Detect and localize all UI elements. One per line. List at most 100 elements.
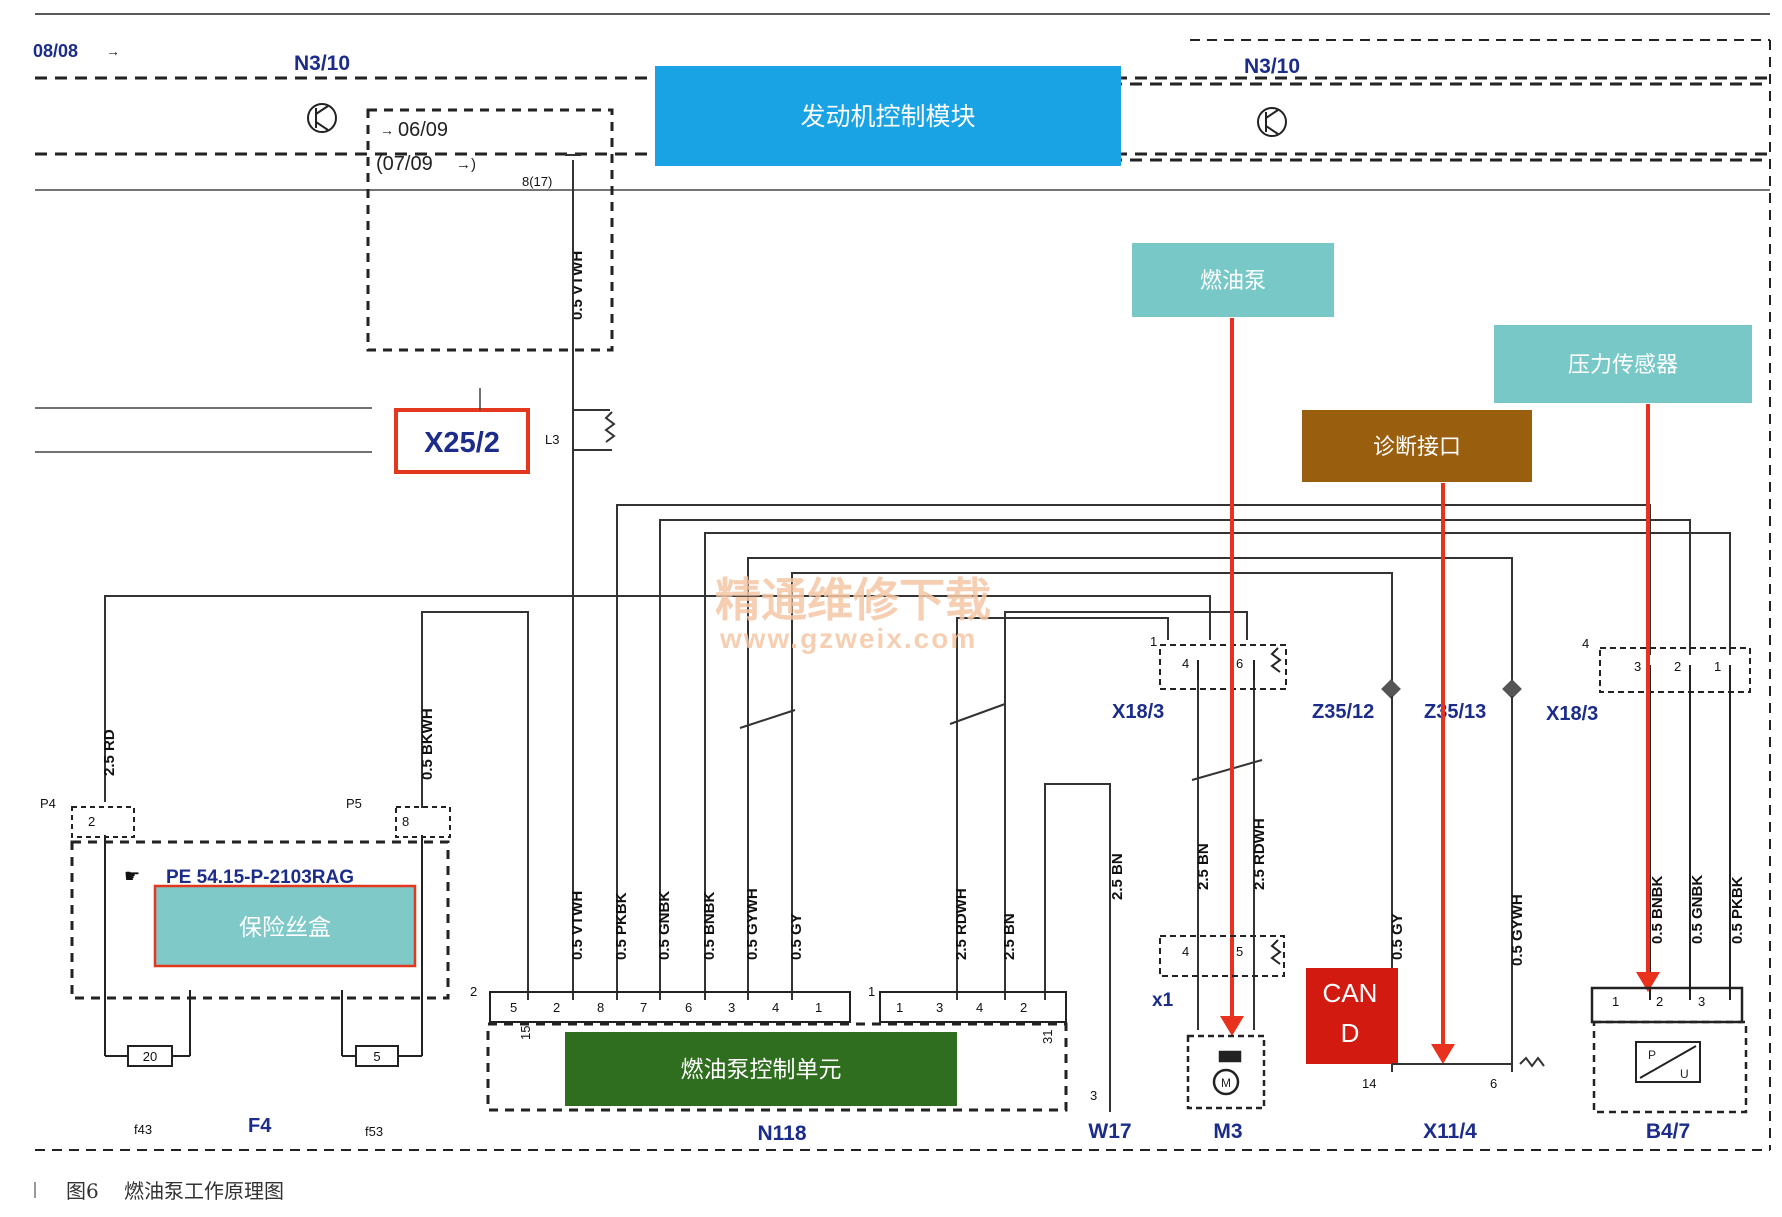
document-icon: ☛ — [124, 866, 140, 886]
f53-label: f53 — [365, 1124, 383, 1139]
p4-label: P4 — [40, 796, 56, 811]
x11-pin-6: 6 — [1490, 1076, 1497, 1091]
n118-left-pin: 2 — [553, 1000, 560, 1015]
m3-motor — [1186, 1034, 1266, 1110]
n310-label-left: N3/10 — [294, 52, 350, 75]
n118-right-pin: 3 — [936, 1000, 943, 1015]
n118-left-pin: 5 — [510, 1000, 517, 1015]
pressure-sensor-module: 压力传感器 — [1494, 325, 1752, 403]
n118-right-pin: 1 — [896, 1000, 903, 1015]
fuse-f53-icon — [355, 1045, 399, 1067]
fuse-f43-rating: 20 — [143, 1049, 157, 1064]
fuel-pump-box — [1132, 243, 1334, 317]
watermark-line2: www.gzweix.com — [719, 623, 977, 654]
p4-pin: 2 — [88, 814, 95, 829]
w17-label: W17 — [1088, 1120, 1131, 1143]
wire-label-gywh: 0.5 GYWH — [744, 888, 761, 960]
ground-lines — [35, 388, 481, 453]
x18-right-num: 4 — [1582, 636, 1589, 651]
fuse-frame — [70, 840, 450, 1000]
fuse-f53-rating: 5 — [373, 1049, 380, 1064]
caption-text: 燃油泵工作原理图 — [124, 1179, 284, 1203]
crossover-marks — [739, 660, 1263, 1030]
wire-label-gnbk: 0.5 GNBK — [656, 891, 673, 960]
wire-label-pkbk: 0.5 PKBK — [613, 892, 630, 960]
wire-label-m3-bn: 2.5 BN — [1195, 843, 1212, 890]
can-line2: D — [1341, 1018, 1360, 1048]
n118-right-pins: 1 3 4 2 — [896, 1000, 1027, 1015]
n118-right-pin: 2 — [1020, 1000, 1027, 1015]
b47-symbol-p: P — [1648, 1048, 1656, 1062]
wire-label-rdwh: 2.5 RDWH — [953, 888, 970, 960]
motor-icon: M — [1221, 1076, 1231, 1090]
x18-3-left-label: X18/3 — [1112, 701, 1164, 723]
x18-right-pin-3: 3 — [1634, 659, 1641, 674]
wire-label-bn-w17: 2.5 BN — [1109, 853, 1126, 900]
wire-label-b47-pkbk: 0.5 PKBK — [1729, 876, 1746, 944]
pressure-sensor-box — [1494, 325, 1752, 403]
splice-frame — [366, 108, 614, 352]
x18-left-pin-6: 6 — [1236, 656, 1243, 671]
pin-8-17: 8(17) — [522, 174, 552, 189]
fuel-pump-label: 燃油泵 — [1200, 269, 1266, 294]
can-d-box — [1306, 968, 1398, 1064]
page-ref: 08/08 — [33, 41, 78, 61]
ref-0709: (07/09 — [376, 153, 433, 175]
x18-left-num: 1 — [1150, 634, 1157, 649]
bus-wires — [104, 504, 1731, 1110]
wire-label-bnbk: 0.5 BNBK — [701, 891, 718, 960]
n118-right-pin: 4 — [976, 1000, 983, 1015]
watermark-line1: 精通维修下载 — [715, 573, 991, 627]
wire-label-vtwh: 0.5 VTWH — [569, 891, 586, 960]
w17-num: 3 — [1090, 1088, 1097, 1103]
n118-label: N118 — [757, 1122, 806, 1145]
x11-4-lines — [1392, 1056, 1545, 1068]
wire-label-m3-rdwh: 2.5 RDWH — [1251, 818, 1268, 890]
part-ref: PE 54.15-P-2103RAG — [166, 867, 354, 888]
x25-2-label: X25/2 — [424, 427, 500, 459]
b4-7-label: B4/7 — [1646, 1120, 1690, 1143]
x1-connector — [1159, 935, 1285, 977]
n118-left-pin: 8 — [597, 1000, 604, 1015]
x1-label: x1 — [1152, 990, 1174, 1011]
x18-3-right-connector — [1599, 647, 1751, 1000]
n118-conn-1: 1 — [868, 984, 875, 999]
x1-pin-5: 5 — [1236, 944, 1243, 959]
diagnostic-port-module: 诊断接口 — [1302, 410, 1532, 482]
x18-left-pin-4: 4 — [1182, 656, 1189, 671]
m3-label: M3 — [1213, 1120, 1242, 1143]
n118-left-pin: 3 — [728, 1000, 735, 1015]
b47-symbol-u: U — [1680, 1067, 1689, 1081]
wire-label-b47-gnbk: 0.5 GNBK — [1689, 875, 1706, 944]
engine-control-module: 发动机控制模块 — [655, 66, 1121, 166]
wire-label-b47-bnbk: 0.5 BNBK — [1649, 875, 1666, 944]
b47-pin-3: 3 — [1698, 994, 1705, 1009]
fuse-box-box — [153, 884, 417, 968]
transistor-icon — [1257, 107, 1287, 137]
z35-12-label: Z35/12 — [1312, 701, 1374, 723]
can-line1: CAN — [1323, 978, 1378, 1008]
caption-fig: 图6 — [66, 1179, 99, 1203]
fuse-box-label: 保险丝盒 — [239, 915, 331, 941]
wire-label-rd: 2.5 RD — [101, 729, 118, 776]
n118-left-pin: 1 — [815, 1000, 822, 1015]
n118-conn-2: 2 — [470, 984, 477, 999]
n118-connectors — [489, 991, 1067, 1023]
x1-pin-4: 4 — [1182, 944, 1189, 959]
x18-right-pin-2: 2 — [1674, 659, 1681, 674]
n118-left-pin: 4 — [772, 1000, 779, 1015]
l3-label: L3 — [545, 432, 559, 447]
x25-2-box — [394, 408, 530, 474]
z35-13-label: Z35/13 — [1424, 701, 1486, 723]
wire-label-bn: 2.5 BN — [1001, 913, 1018, 960]
fuse-f43-icon — [127, 1045, 173, 1067]
engine-control-module-box — [655, 66, 1121, 166]
diagnostic-port-label: 诊断接口 — [1373, 435, 1461, 460]
p5-label: P5 — [346, 796, 362, 811]
x11-4-label: X11/4 — [1423, 1120, 1477, 1143]
w17-wire — [1045, 783, 1111, 1112]
x18-3-right-label: X18/3 — [1546, 703, 1598, 725]
signal-arrows — [1220, 318, 1660, 1064]
n118-pin-15: 15 — [518, 1026, 533, 1040]
